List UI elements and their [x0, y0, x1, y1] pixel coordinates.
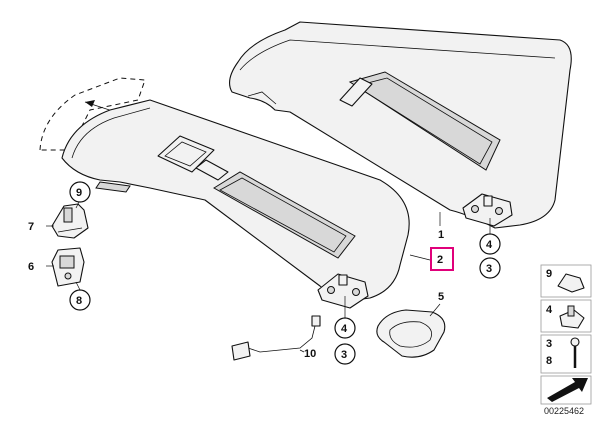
svg-text:4: 4	[486, 239, 493, 251]
clip-part-7[interactable]	[51, 203, 89, 239]
svg-text:8: 8	[546, 355, 552, 367]
svg-text:3: 3	[486, 263, 492, 275]
callout-5: 5	[438, 291, 444, 303]
svg-text:9: 9	[76, 187, 82, 199]
svg-text:5: 5	[438, 291, 444, 303]
clip-part-6[interactable]	[51, 247, 85, 287]
svg-text:8: 8	[76, 295, 82, 307]
callout-8: 8	[69, 289, 91, 311]
svg-text:10: 10	[304, 348, 316, 360]
callout-4-left: 4	[334, 317, 356, 339]
callout-3-right: 3	[479, 257, 501, 279]
cable-part-10[interactable]	[231, 315, 321, 361]
svg-text:9: 9	[546, 268, 552, 280]
callout-4-right: 4	[479, 233, 501, 255]
svg-text:2: 2	[437, 254, 443, 266]
sun-visor-right[interactable]	[229, 21, 572, 229]
svg-text:3: 3	[546, 338, 552, 350]
svg-text:3: 3	[341, 349, 347, 361]
callout-10: 10	[304, 348, 316, 360]
callout-1: 1	[438, 229, 444, 241]
hinge-right	[462, 193, 513, 227]
callout-7: 7	[28, 221, 34, 233]
cover-part-5[interactable]	[376, 309, 446, 358]
svg-text:4: 4	[341, 323, 348, 335]
callout-6: 6	[28, 261, 34, 273]
sun-visor-left[interactable]	[61, 99, 410, 309]
callout-9: 9	[69, 181, 91, 203]
svg-text:7: 7	[28, 221, 34, 233]
svg-text:6: 6	[28, 261, 34, 273]
legend-panel: 9 4 3 8	[540, 264, 592, 405]
reference-number: 00225462	[544, 406, 584, 416]
callout-2-highlighted[interactable]: 2	[430, 247, 454, 271]
callout-3-left: 3	[334, 343, 356, 365]
svg-text:1: 1	[438, 229, 444, 241]
svg-text:4: 4	[546, 304, 553, 316]
hinge-left	[317, 273, 369, 309]
